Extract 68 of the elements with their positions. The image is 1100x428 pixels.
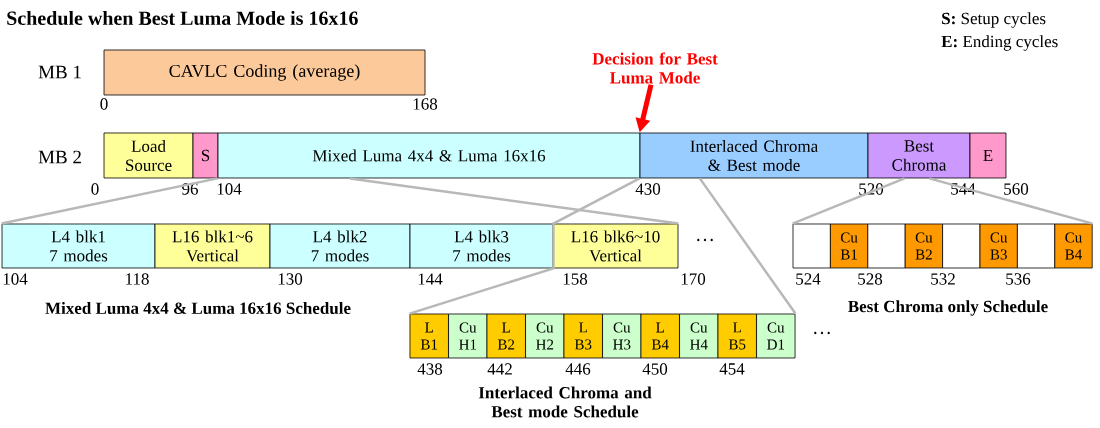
- schedule-block: L4 blk1 7 modes: [1, 223, 156, 269]
- schedule-block: Cu H2: [525, 313, 565, 359]
- schedule-block: L B3: [563, 313, 603, 359]
- axis-tick-label: 454: [718, 362, 746, 376]
- schedule-block: Interlaced Chroma & Best mode: [639, 132, 869, 179]
- empty-block: [792, 223, 831, 269]
- empty-block: [942, 223, 981, 269]
- axis-tick-label: 144: [416, 272, 444, 286]
- axis-tick-label: 446: [564, 362, 592, 376]
- zoom-line: [698, 177, 797, 315]
- axis-tick-label: 560: [1002, 182, 1030, 196]
- zoom-line: [1, 177, 218, 225]
- schedule-block: Mixed Luma 4x4 & Luma 16x16: [217, 132, 641, 179]
- schedule-block: L B1: [409, 313, 449, 359]
- schedule-block: L4 blk2 7 modes: [269, 223, 411, 269]
- axis-tick-label: 450: [641, 362, 669, 376]
- empty-block: [867, 223, 906, 269]
- legend-text: E: Ending cycles: [941, 35, 1058, 51]
- schedule-block: L B2: [486, 313, 526, 359]
- zoom-line: [409, 177, 641, 315]
- axis-tick-label: 158: [561, 272, 589, 286]
- schedule-block: Cu D1: [756, 313, 796, 359]
- caption: Best Chroma only Schedule: [848, 300, 1048, 316]
- zoom-line: [928, 177, 1093, 225]
- schedule-block: Best Chroma: [867, 132, 971, 179]
- axis-tick-label: 130: [276, 272, 304, 286]
- schedule-block: E: [969, 132, 1007, 179]
- schedule-block: CAVLC Coding (average): [103, 49, 426, 96]
- axis-tick-label: 104: [215, 182, 243, 196]
- axis-tick-label: 430: [634, 182, 662, 196]
- ellipsis: …: [814, 331, 830, 335]
- axis-tick-label: 118: [123, 272, 151, 286]
- axis-tick-label: 536: [1004, 272, 1032, 286]
- schedule-block: Cu H1: [448, 313, 488, 359]
- schedule-block: L B4: [640, 313, 680, 359]
- schedule-block: L4 blk3 7 modes: [409, 223, 554, 269]
- zoom-line: [349, 177, 679, 225]
- schedule-block: Cu H4: [679, 313, 719, 359]
- schedule-block: Cu B4: [1054, 223, 1093, 269]
- row-label: MB 1: [38, 65, 81, 79]
- schedule-block: Cu H3: [602, 313, 642, 359]
- axis-tick-label: 104: [1, 272, 29, 286]
- schedule-block: Cu B2: [904, 223, 943, 269]
- axis-tick-label: 0: [98, 97, 110, 111]
- legend-text: S: Setup cycles: [942, 12, 1046, 28]
- axis-tick-label: 524: [794, 272, 822, 286]
- axis-tick-label: 532: [929, 272, 957, 286]
- schedule-block: L16 blk6~10 Vertical: [552, 223, 679, 269]
- axis-tick-label: 438: [416, 362, 444, 376]
- annotation-text: Decision for Best Luma Mode: [592, 52, 718, 84]
- title: Schedule when Best Luma Mode is 16x16: [7, 10, 358, 26]
- schedule-block: L B5: [717, 313, 757, 359]
- schedule-block: Cu B1: [830, 223, 869, 269]
- ellipsis: …: [697, 238, 713, 242]
- row-label: MB 2: [38, 150, 81, 164]
- caption: Mixed Luma 4x4 & Luma 16x16 Schedule: [45, 302, 351, 314]
- schedule-block: L16 blk1~6 Vertical: [154, 223, 271, 269]
- axis-tick-label: 0: [89, 182, 101, 196]
- axis-tick-label: 168: [411, 97, 439, 111]
- axis-tick-label: 442: [486, 362, 514, 376]
- schedule-block: Cu B3: [979, 223, 1018, 269]
- schedule-block: S: [192, 132, 219, 179]
- zoom-line: [792, 177, 906, 225]
- schedule-block: Load Source: [103, 132, 194, 179]
- axis-tick-label: 170: [679, 272, 707, 286]
- caption: Interlaced Chroma and Best mode Schedule: [478, 386, 652, 418]
- axis-tick-label: 528: [856, 272, 884, 286]
- empty-block: [1017, 223, 1056, 269]
